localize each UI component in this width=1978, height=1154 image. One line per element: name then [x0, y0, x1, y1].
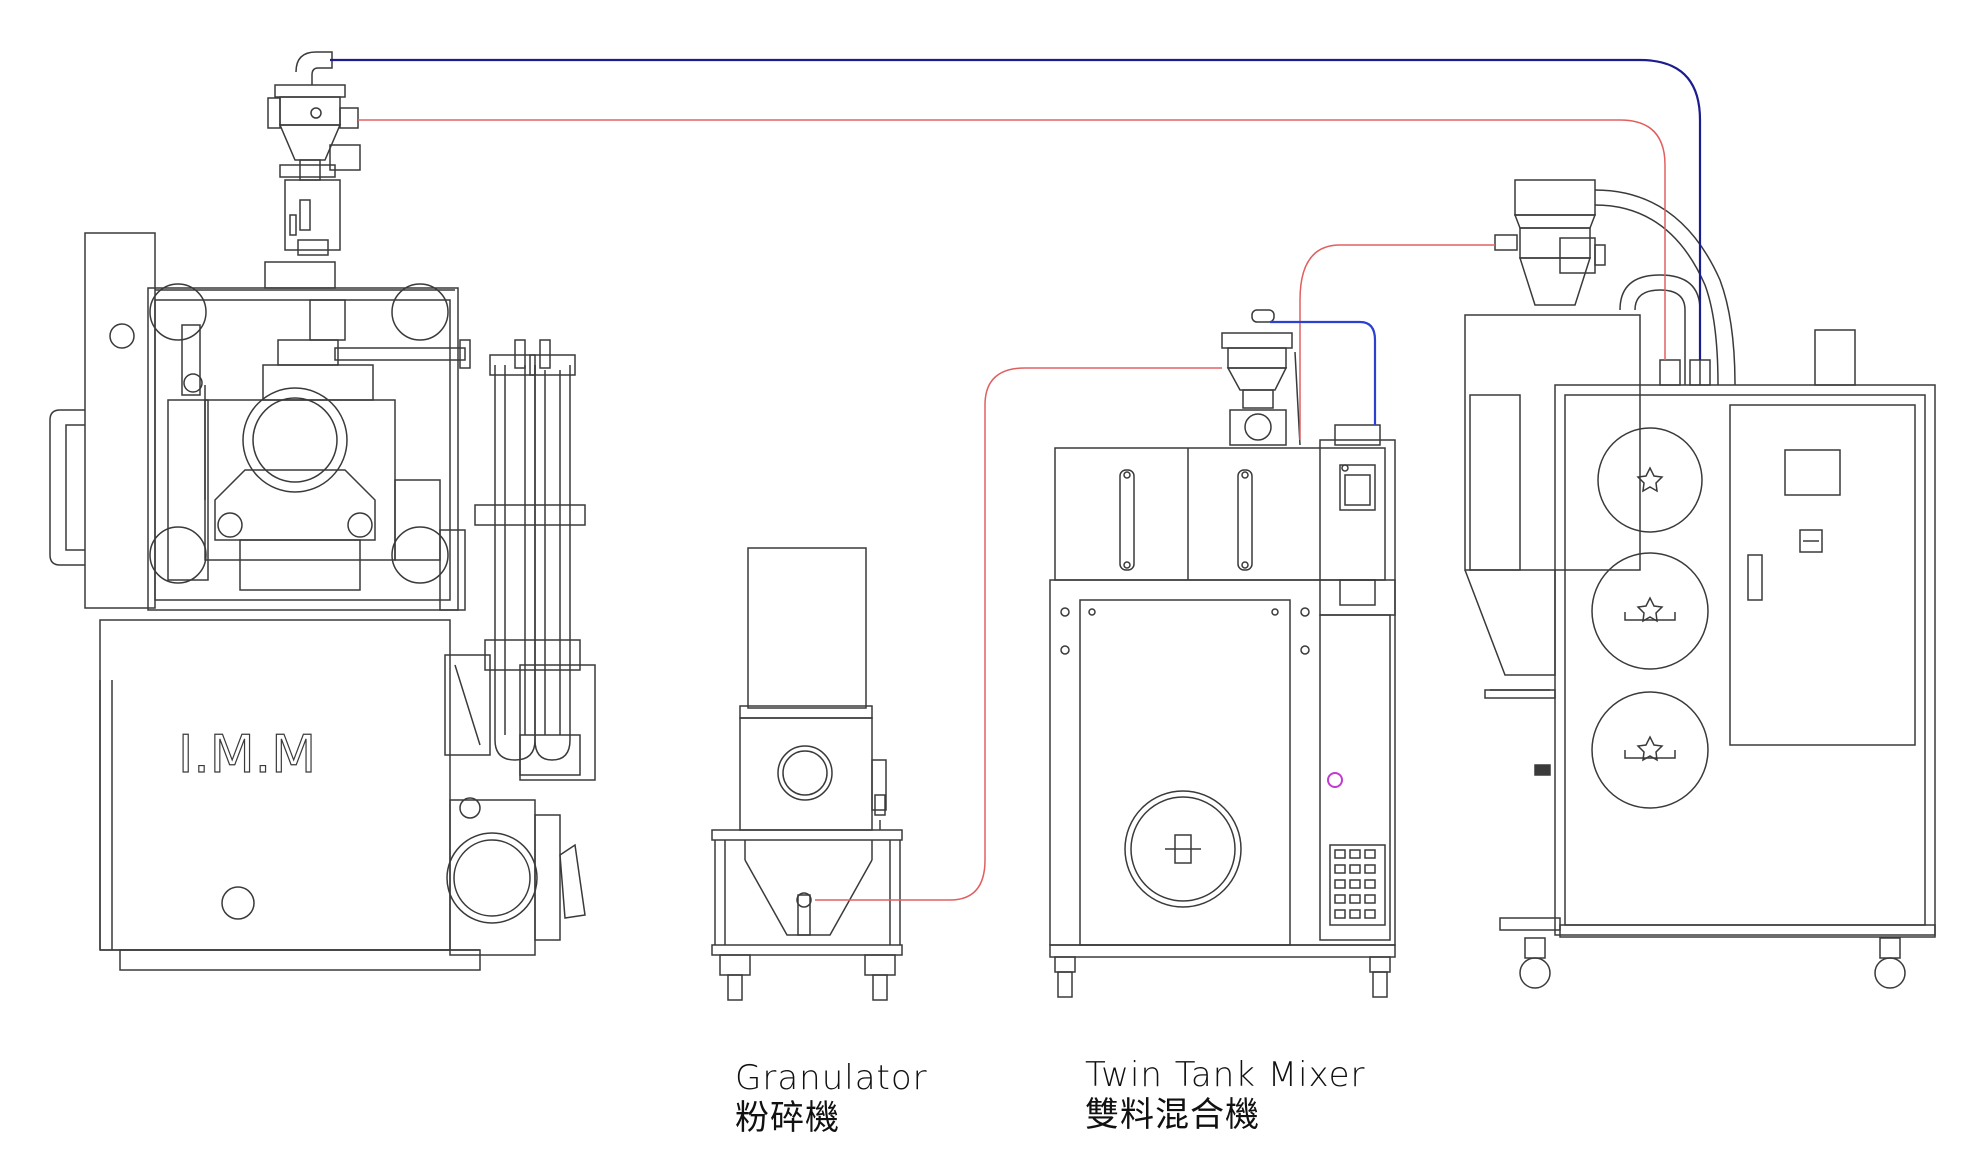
mixer-label-zh: 雙料混合機 — [1085, 1095, 1260, 1135]
mixer-caption: Twin Tank Mixer 雙料混合機 — [1085, 1055, 1366, 1135]
granulator-machine — [711, 547, 903, 1001]
imm-machine: I.M.M — [49, 232, 596, 971]
twin-tank-mixer — [1049, 309, 1396, 998]
dryer-machine — [1464, 179, 1936, 989]
granulator-caption: Granulator 粉碎機 — [735, 1058, 928, 1138]
mixer-label-en: Twin Tank Mixer — [1085, 1055, 1366, 1095]
imm-hopper-loader — [267, 51, 361, 256]
granulator-label-zh: 粉碎機 — [735, 1098, 840, 1138]
material-line-mixer — [1299, 244, 1495, 440]
mixer-indicator-lamp — [1327, 772, 1343, 788]
imm-label: I.M.M — [178, 725, 316, 785]
material-line-imm — [358, 119, 1666, 360]
vacuum-line-imm — [330, 58, 1702, 360]
material-line-granulator — [815, 367, 1222, 901]
granulator-label-en: Granulator — [735, 1058, 928, 1098]
vacuum-line-mixer — [1270, 320, 1377, 425]
